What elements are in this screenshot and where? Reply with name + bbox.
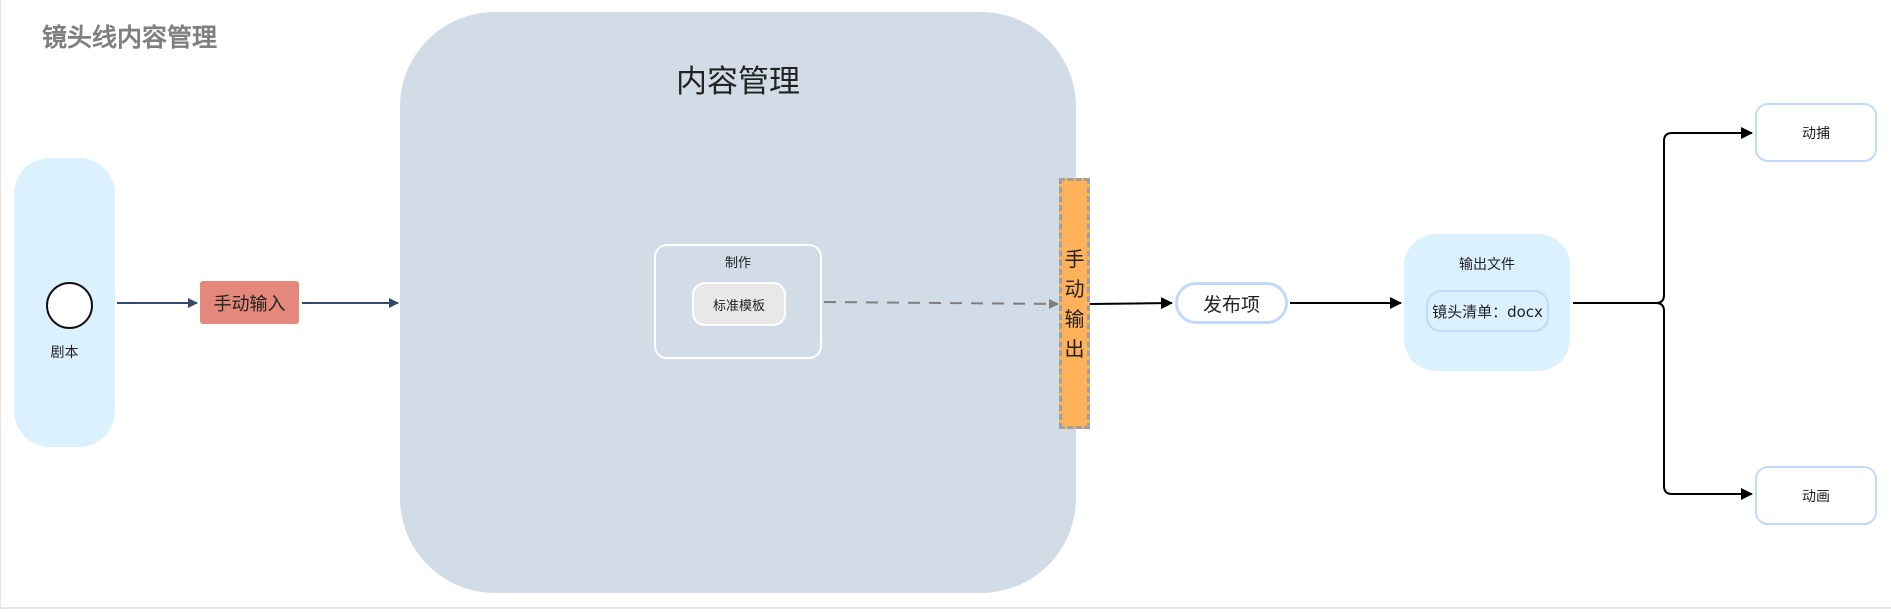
- standard-template-node[interactable]: 标准模板: [692, 282, 786, 326]
- script-label: 剧本: [50, 345, 79, 361]
- start-node-circle[interactable]: [46, 282, 93, 329]
- manual-output-char: 动: [1064, 276, 1085, 301]
- arrow-file-to-motion-capture[interactable]: [1573, 127, 1753, 304]
- content-management-title: 内容管理: [676, 64, 800, 100]
- manual-output-char: 出: [1064, 336, 1085, 361]
- diagram-title: 镜头线内容管理: [42, 23, 218, 52]
- animation-node[interactable]: 动画: [1755, 466, 1877, 525]
- dashed-arrow-template-to-output[interactable]: [823, 298, 1059, 309]
- publish-item-label: 发布项: [1202, 293, 1260, 316]
- shot-list-docx-node[interactable]: 镜头清单：docx: [1426, 290, 1549, 332]
- motion-capture-label: 动捕: [1802, 125, 1830, 142]
- manual-input-label: 手动输入: [213, 293, 286, 315]
- manual-output-char: 输: [1064, 306, 1085, 331]
- manual-output-char: 手: [1064, 246, 1085, 271]
- animation-label: 动画: [1802, 488, 1830, 505]
- production-group[interactable]: [654, 244, 822, 359]
- arrow-output-to-publish[interactable]: [1089, 297, 1173, 310]
- manual-input-node[interactable]: 手动输入: [200, 281, 299, 324]
- standard-template-label: 标准模板: [712, 298, 765, 314]
- arrow-file-to-animation[interactable]: [1655, 302, 1753, 500]
- manual-output-port[interactable]: 手 动 输 出: [1059, 178, 1090, 429]
- output-file-label: 输出文件: [1459, 257, 1515, 273]
- shot-list-label: 镜头清单：docx: [1432, 302, 1543, 321]
- motion-capture-node[interactable]: 动捕: [1755, 103, 1877, 162]
- production-label: 制作: [724, 256, 751, 271]
- publish-item-node[interactable]: 发布项: [1175, 282, 1288, 324]
